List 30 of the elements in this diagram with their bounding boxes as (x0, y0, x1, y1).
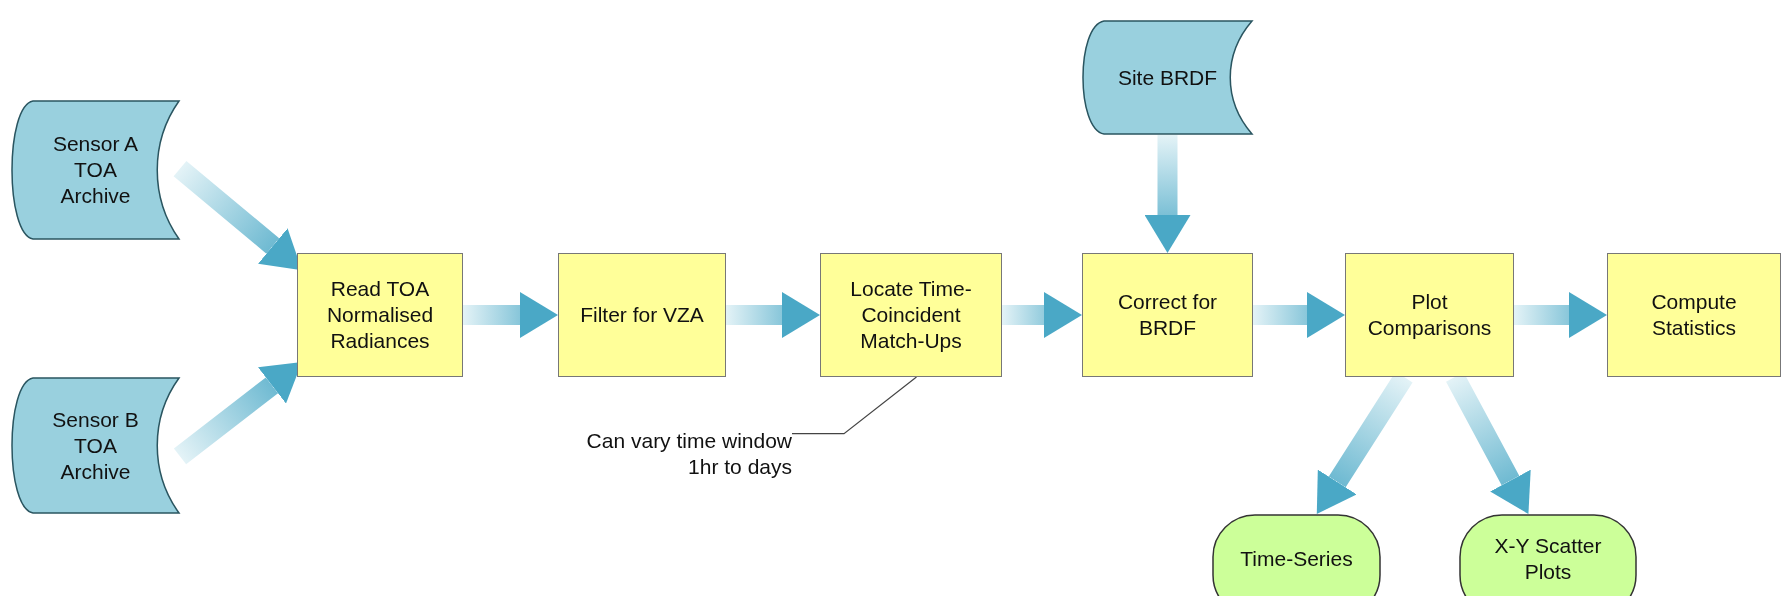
process-box (1082, 253, 1253, 377)
node-label: Compute Statistics (1650, 289, 1738, 341)
arrow (1253, 292, 1345, 338)
node-label: Site BRDF (1116, 64, 1219, 91)
arrow (1144, 135, 1191, 253)
arrow (463, 292, 558, 338)
node-label: Sensor A TOA Archive (51, 131, 140, 209)
data-store-shape (11, 377, 180, 514)
leader-line (791, 376, 918, 435)
data-store-shape (11, 100, 180, 240)
terminal-shape (1212, 514, 1381, 596)
arrow (726, 292, 820, 338)
data-store-shape (1082, 20, 1253, 135)
annotation-text: Can vary time window 1hr to days (585, 428, 792, 480)
arrow (1002, 292, 1082, 338)
process-box (1607, 253, 1781, 377)
terminal-shape (1459, 514, 1637, 596)
node-label: Time-Series (1239, 546, 1354, 572)
arrow (1514, 292, 1607, 338)
process-box (1345, 253, 1514, 377)
process-box (558, 253, 726, 377)
node-label: Locate Time-Coincident Match-Ups (849, 276, 973, 354)
node-label: X-Y Scatter Plots (1493, 533, 1603, 585)
node-label: Sensor B TOA Archive (51, 406, 140, 485)
process-box (297, 253, 463, 377)
node-label: Filter for VZA (579, 302, 705, 328)
process-box (820, 253, 1002, 377)
node-label: Read TOA Normalised Radiances (325, 276, 435, 354)
node-label: Plot Comparisons (1366, 289, 1493, 341)
node-label: Correct for BRDF (1116, 289, 1219, 341)
